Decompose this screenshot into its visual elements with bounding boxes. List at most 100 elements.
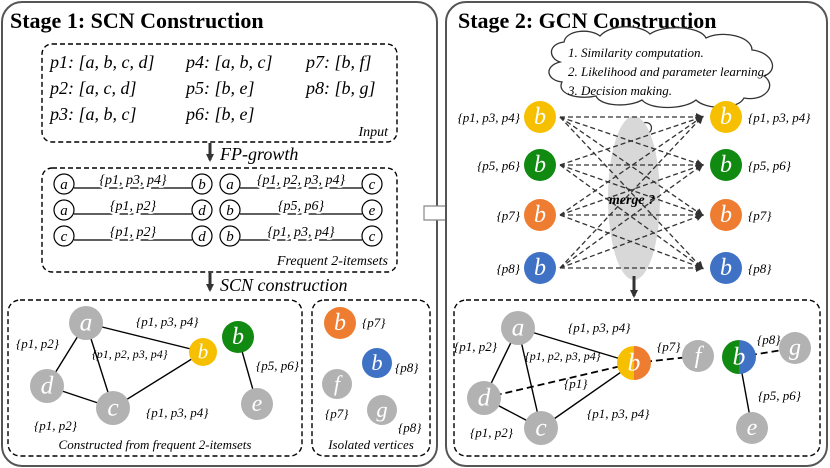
node-letter: b xyxy=(628,348,641,377)
merge-arrow xyxy=(559,163,704,216)
isolated-node-b-orange: b xyxy=(324,307,356,339)
edge-label-bc: {p1, p3, p4} xyxy=(146,405,209,420)
input-item: p1: [a, b, c, d] xyxy=(48,52,155,72)
stage1-panel xyxy=(1,1,438,467)
scn-construction-label: SCN construction xyxy=(220,275,348,295)
right-node-label: {p5, p6} xyxy=(748,158,792,173)
node-letter: e xyxy=(252,391,263,417)
cloud xyxy=(548,26,774,109)
merge-label: merge ? xyxy=(609,193,655,208)
gcn-node-g: g xyxy=(779,332,811,364)
left-node-b: b xyxy=(524,101,556,133)
gcn-edge xyxy=(517,327,542,429)
edge-label-be: {p5, p6} xyxy=(256,358,300,373)
itemset-right: d xyxy=(198,229,206,245)
scn-node-a: a xyxy=(69,306,103,340)
node-letter: b xyxy=(720,202,732,228)
cloud-step: 1. Similarity computation. xyxy=(568,45,704,60)
edge-label-ac: {p1, p2, p3, p4} xyxy=(92,347,168,361)
input-item: p5: [b, e] xyxy=(184,78,255,98)
node-letter: b xyxy=(720,255,732,281)
gcn-node-f: f xyxy=(682,340,714,372)
itemset-right: e xyxy=(369,203,376,219)
node-letter: b xyxy=(371,350,382,375)
edge-label-cd: {p1, p2} xyxy=(34,418,78,433)
input-item: p8: [b, g] xyxy=(304,78,376,98)
cloud-step: 2. Likelihood and parameter learning. xyxy=(568,64,767,79)
right-node-b: b xyxy=(710,149,742,181)
itemset-right: c xyxy=(369,229,376,245)
merge-arrow xyxy=(559,115,704,166)
edge-label-bc: {p1, p3, p4} xyxy=(587,406,650,421)
node-letter: b xyxy=(534,255,546,281)
scn-node-e: e xyxy=(241,388,273,420)
itemset-left: a xyxy=(60,177,68,193)
node-letter: b xyxy=(534,104,546,130)
edge-label-ad: {p1, p2} xyxy=(16,336,60,351)
scn-graph: a bb c d e {p1, p3, p4} {p1, p2} {p1, p2, p3, p… xyxy=(16,306,300,433)
node-letter: b xyxy=(720,104,732,130)
gcn-edge xyxy=(540,362,635,429)
right-node-b: b xyxy=(710,252,742,284)
itemset-row: c d {p1, p2} xyxy=(53,223,213,247)
merge-ellipse xyxy=(608,116,660,280)
merge-arrow xyxy=(559,116,704,270)
merge-arrow xyxy=(559,163,704,269)
left-node-label: {p8} xyxy=(497,261,521,276)
node-letter: b xyxy=(720,152,732,178)
itemset-label: {p1, p3, p4} xyxy=(267,225,335,240)
isolated-label: {p7} xyxy=(362,315,386,330)
isolated-group: b{p7}b{p8}f{p7}g{p8} xyxy=(322,307,422,435)
itemset-right: d xyxy=(198,203,206,219)
gcn-edge xyxy=(517,327,635,364)
gcn-node-b-merged: b xyxy=(617,346,651,380)
gcn-dashed-edge xyxy=(483,362,635,399)
fp-growth-label: FP-growth xyxy=(219,144,298,164)
input-box xyxy=(41,43,398,143)
node-letter: a xyxy=(80,308,93,337)
scn-node-b-green: b xyxy=(222,321,254,353)
node-letter: a xyxy=(512,313,525,342)
cloud-step: 3. Decision making. xyxy=(567,83,672,98)
isolated-node-b-blue: b xyxy=(362,348,392,378)
node-letter: b xyxy=(733,342,746,371)
node-letter: d xyxy=(41,371,54,400)
itemset-label: {p1, p2} xyxy=(110,225,157,240)
edge-label-ac: {p1, p2, p3, p4} xyxy=(525,349,601,363)
itemset-left: c xyxy=(61,229,68,245)
merge-arrow xyxy=(559,213,704,269)
gcn-node-d: d xyxy=(467,381,501,415)
edge-label-db: {p1} xyxy=(564,376,588,391)
itemset-label: {p1, p3, p4} xyxy=(99,173,167,188)
merge-arrow xyxy=(559,164,704,270)
input-item: p6: [b, e] xyxy=(184,104,255,124)
scn-node-c: c xyxy=(96,391,130,425)
scn-node-d: d xyxy=(30,369,64,403)
isolated-label: {p7} xyxy=(325,406,349,421)
right-node-label: {p7} xyxy=(748,208,772,223)
edge-label-ab: {p1, p3, p4} xyxy=(568,320,631,335)
node-letter: b xyxy=(198,339,209,363)
edge-label-bf: {p7} xyxy=(657,339,681,354)
merge-arrow xyxy=(559,115,704,216)
left-node-label: {p5, p6} xyxy=(477,158,521,173)
left-node-label: {p1, p3, p4} xyxy=(458,110,521,125)
node-letter: b xyxy=(534,202,546,228)
input-item: p7: [b, f] xyxy=(304,52,372,72)
edge-label-cd: {p1, p2} xyxy=(470,425,514,440)
itemset-row: b c {p1, p3, p4} xyxy=(219,223,383,247)
right-node-b: b xyxy=(710,101,742,133)
scn-edge xyxy=(85,322,204,353)
input-item: p3: [a, b, c] xyxy=(48,104,137,124)
stage2-nodes: b{p1, p3, p4}b{p5, p6}b{p7}b{p8}b{p1, p3… xyxy=(458,101,811,284)
node-letter: b xyxy=(232,324,244,350)
gcn-node-b-merged: b xyxy=(722,340,756,374)
itemset-left: b xyxy=(226,229,234,245)
isolated-node-f: f xyxy=(322,369,352,399)
